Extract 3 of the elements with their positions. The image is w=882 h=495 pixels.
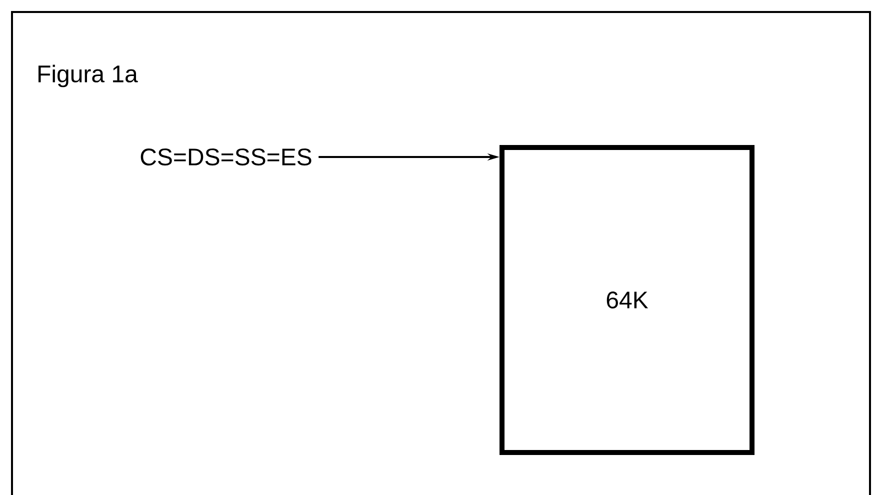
figure-title: Figura 1a [38, 64, 138, 88]
segment-label: CS=DS=SS=ES [140, 148, 312, 166]
memory-box: 64K [500, 145, 754, 455]
